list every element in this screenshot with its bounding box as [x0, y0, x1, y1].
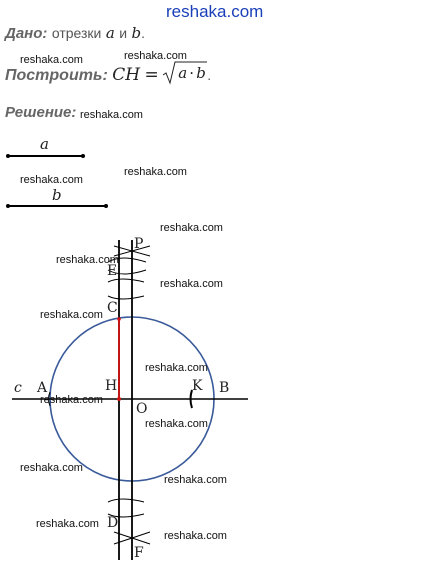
arc-cross-e	[107, 257, 147, 275]
arc-cross-d	[107, 498, 145, 518]
point-c-dot	[117, 317, 121, 321]
point-label-c-line: c	[14, 380, 22, 396]
watermark: reshaka.com	[124, 50, 187, 62]
arc-cross-f	[113, 531, 151, 545]
solution-label: Решение:	[5, 104, 77, 121]
construct-line: Построить: CH = a · b .	[5, 61, 212, 85]
construct-label: Построить:	[5, 67, 108, 84]
watermark: reshaka.com	[80, 109, 143, 121]
segment-b-end-left	[6, 204, 10, 208]
arc-mark-a	[48, 391, 51, 407]
watermark: reshaka.com	[145, 362, 208, 374]
watermark: reshaka.com	[20, 54, 83, 66]
watermark: reshaka.com	[124, 166, 187, 178]
segment-b-end-right	[104, 204, 108, 208]
segment-a-label: a	[40, 135, 49, 153]
given-var-b: b	[131, 24, 142, 42]
construct-end: .	[207, 67, 212, 83]
arc-cross-e2	[107, 278, 145, 300]
construct-eq: =	[144, 65, 159, 85]
arc-mark-k	[189, 389, 193, 409]
given-line: Дано: отрезки a и b.	[5, 24, 145, 43]
watermark: reshaka.com	[20, 462, 83, 474]
given-end: .	[141, 25, 146, 41]
watermark: reshaka.com	[164, 530, 227, 542]
point-label-d: D	[107, 515, 119, 531]
point-label-o: O	[136, 401, 148, 417]
point-label-p: P	[134, 236, 144, 252]
radicand-dot: ·	[189, 64, 195, 82]
watermark: reshaka.com	[160, 222, 223, 234]
watermark: reshaka.com	[36, 518, 99, 530]
arc-cross-p	[113, 245, 151, 257]
radicand-a: a	[178, 64, 188, 82]
sqrt-icon: a · b	[163, 61, 208, 85]
segment-a-end-right	[81, 154, 85, 158]
point-label-k: K	[192, 378, 203, 394]
watermark: reshaka.com	[40, 394, 103, 406]
site-logo[interactable]: reshaka.com	[166, 2, 264, 21]
point-label-a: A	[37, 380, 48, 396]
segment-b-label: b	[52, 186, 62, 204]
watermark: reshaka.com	[145, 418, 208, 430]
given-text: отрезки	[51, 25, 102, 41]
given-label: Дано:	[5, 25, 48, 42]
point-label-h: H	[105, 378, 118, 394]
point-label-f: F	[134, 545, 144, 561]
segment-a-end-left	[6, 154, 10, 158]
point-label-b: B	[219, 380, 230, 396]
watermark: reshaka.com	[164, 474, 227, 486]
point-h-dot	[117, 397, 121, 401]
point-label-e: E	[107, 263, 118, 279]
watermark: reshaka.com	[56, 254, 119, 266]
point-label-c: C	[107, 300, 118, 316]
watermark: reshaka.com	[20, 174, 83, 186]
construct-lhs: CH	[112, 65, 141, 85]
radicand-b: b	[196, 64, 206, 82]
given-var-a: a	[105, 24, 115, 42]
watermark: reshaka.com	[40, 309, 103, 321]
given-conj: и	[119, 25, 128, 41]
watermark: reshaka.com	[160, 278, 223, 290]
